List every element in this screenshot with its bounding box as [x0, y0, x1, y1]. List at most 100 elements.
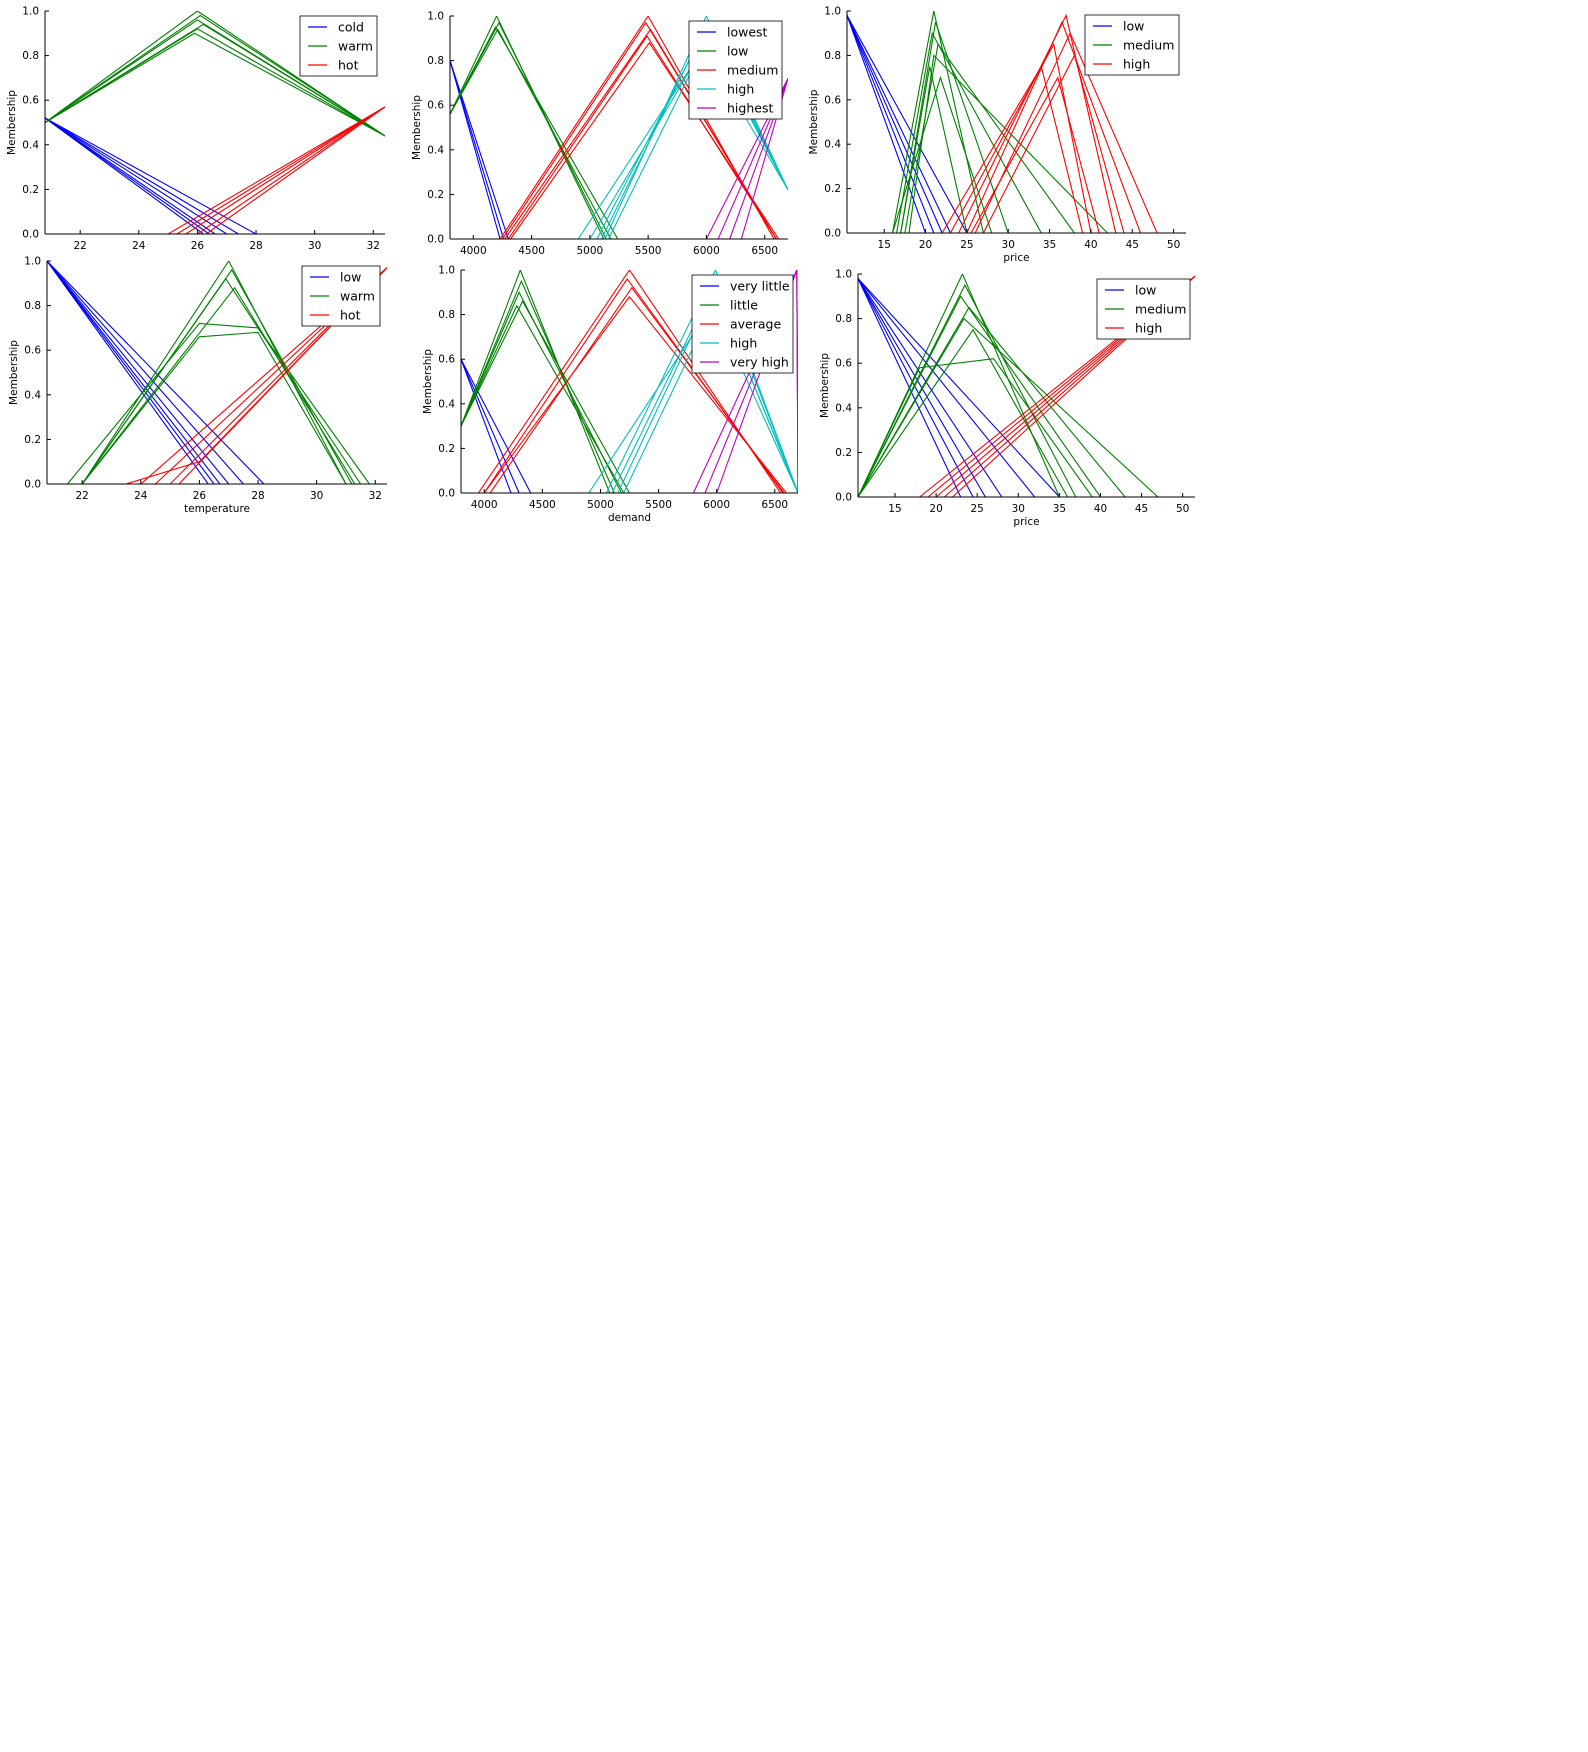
legend-label: lowest: [727, 25, 768, 40]
series-line: [450, 60, 788, 239]
series-line: [45, 117, 385, 234]
series-line: [858, 278, 1195, 497]
series-line: [47, 286, 387, 484]
x-tick-label: 32: [367, 240, 380, 252]
y-tick-label: 1.0: [835, 269, 852, 281]
series-line: [47, 261, 387, 484]
series-average: [461, 270, 798, 493]
x-axis-label: demand: [608, 512, 651, 524]
series-line: [45, 117, 385, 234]
series-line: [858, 278, 1195, 497]
x-tick-label: 22: [73, 240, 86, 252]
series-line: [450, 28, 788, 239]
series-line: [450, 78, 788, 239]
y-tick-label: 0.0: [835, 492, 852, 504]
series-line: [847, 42, 1186, 233]
y-tick-label: 0.0: [24, 479, 41, 491]
series-line: [858, 295, 1195, 497]
series-line: [847, 66, 1186, 233]
x-tick-label: 30: [1002, 239, 1015, 251]
series-line: [858, 275, 1195, 497]
x-tick-label: 35: [1053, 503, 1066, 515]
series-line: [461, 270, 798, 493]
x-tick-label: 6500: [761, 499, 788, 511]
series-high: [858, 275, 1195, 497]
series-line: [47, 261, 387, 484]
series-group: [45, 11, 385, 234]
y-tick-label: 0.8: [22, 50, 39, 62]
series-line: [858, 278, 1195, 497]
y-axis-label: Membership: [819, 353, 831, 418]
series-line: [847, 42, 1186, 233]
series-warm: [47, 261, 387, 484]
series-line: [858, 278, 1195, 497]
series-line: [858, 275, 1195, 497]
series-little: [461, 270, 798, 493]
series-line: [847, 13, 1186, 233]
y-tick-label: 1.0: [22, 6, 39, 18]
x-tick-label: 4500: [529, 499, 556, 511]
legend-label: highest: [727, 101, 773, 116]
x-tick-label: 30: [310, 490, 323, 502]
series-line: [858, 274, 1195, 497]
series-line: [847, 54, 1186, 233]
x-tick-label: 4000: [471, 499, 498, 511]
series-line: [45, 106, 385, 234]
series-line: [847, 31, 1186, 233]
series-line: [45, 117, 385, 234]
series-line: [847, 15, 1186, 233]
x-tick-label: 6000: [693, 245, 720, 257]
series-low: [450, 16, 788, 239]
series-line: [450, 78, 788, 239]
y-axis-label: Membership: [6, 90, 18, 155]
x-tick-label: 28: [249, 240, 262, 252]
series-line: [847, 21, 1186, 233]
x-tick-label: 40: [1084, 239, 1097, 251]
series-line: [45, 106, 385, 234]
series-very-little: [461, 358, 798, 493]
series-line: [47, 267, 387, 484]
series-line: [450, 60, 788, 239]
series-line: [47, 261, 387, 484]
series-line: [461, 286, 798, 493]
series-very-high: [461, 270, 798, 493]
series-low: [858, 278, 1195, 497]
series-line: [450, 60, 788, 239]
series-cold: [45, 117, 385, 234]
legend-label: low: [1123, 19, 1144, 34]
legend-label: medium: [727, 63, 778, 78]
series-line: [858, 328, 1195, 497]
x-axis-label: temperature: [184, 503, 250, 515]
legend-label: medium: [1123, 38, 1174, 53]
series-group: [461, 270, 798, 493]
y-tick-label: 0.2: [438, 443, 455, 455]
y-tick-label: 0.4: [438, 398, 455, 410]
series-line: [461, 358, 798, 493]
series-group: [47, 261, 387, 484]
series-line: [450, 35, 788, 239]
x-tick-label: 45: [1135, 503, 1148, 515]
series-line: [450, 26, 788, 239]
series-line: [461, 277, 798, 493]
y-tick-label: 0.4: [835, 402, 852, 414]
y-tick-label: 0.8: [824, 50, 841, 62]
series-line: [461, 304, 798, 493]
y-tick-label: 0.2: [835, 447, 852, 459]
x-tick-label: 26: [191, 240, 205, 252]
legend-label: medium: [1135, 302, 1186, 317]
series-line: [847, 53, 1186, 233]
legend-label: cold: [338, 20, 364, 35]
series-line: [47, 261, 387, 484]
series-hot: [45, 106, 385, 234]
y-axis-label: Membership: [422, 349, 434, 414]
series-line: [461, 277, 798, 493]
series-line: [47, 268, 387, 484]
series-line: [45, 106, 385, 234]
